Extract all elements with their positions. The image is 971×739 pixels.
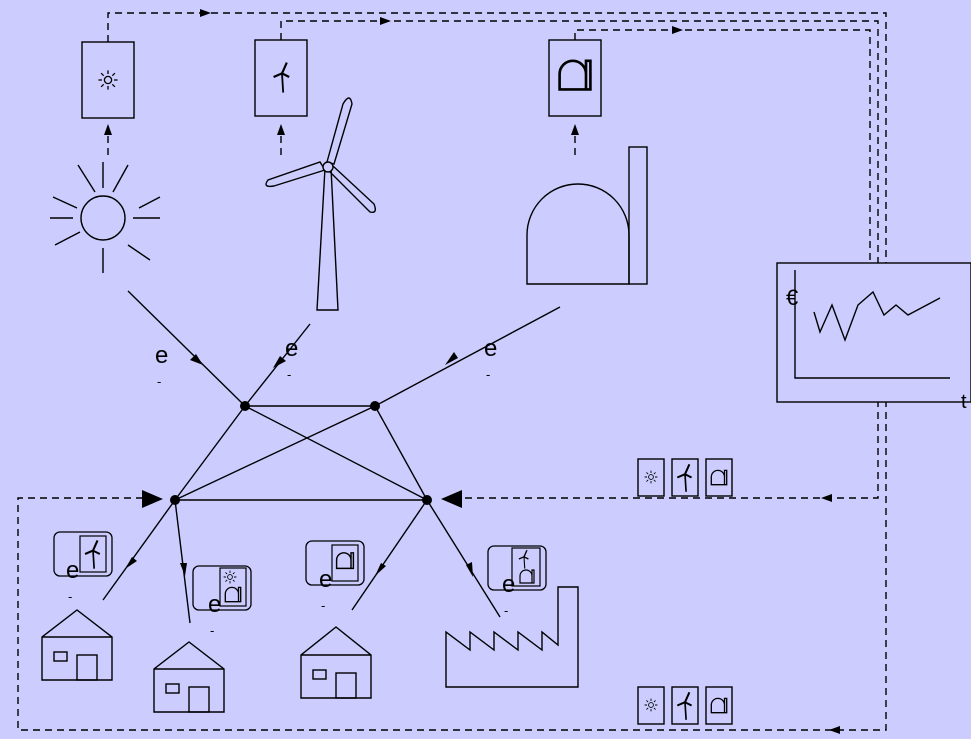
price-chart-icon: € t <box>776 262 971 413</box>
house-icon <box>153 641 225 713</box>
factory-icon <box>445 586 579 688</box>
market-feed-lines <box>17 12 887 731</box>
time-axis-label: t <box>961 391 967 413</box>
power-plant-icon <box>526 146 648 285</box>
consumer-plant-badge <box>305 540 365 586</box>
svg-text:-: - <box>504 603 508 618</box>
currency-label: € <box>786 285 798 310</box>
svg-text:e: e <box>208 591 221 618</box>
consumer-sun-plant-badge <box>192 565 252 611</box>
grid-network <box>174 405 428 501</box>
svg-text:e: e <box>502 571 515 598</box>
sun-meter <box>81 41 135 119</box>
svg-text:-: - <box>210 623 214 638</box>
svg-text:-: - <box>486 367 490 382</box>
svg-text:-: - <box>321 598 325 613</box>
svg-text:-: - <box>287 367 291 382</box>
svg-text:e: e <box>155 342 168 369</box>
house-icon <box>300 626 372 699</box>
svg-text:-: - <box>157 374 161 389</box>
house-icon <box>41 609 113 681</box>
svg-text:e: e <box>484 335 497 362</box>
certificate-strip-upper <box>637 458 733 497</box>
feed-arrowheads <box>104 9 840 734</box>
svg-text:e: e <box>285 335 298 362</box>
feed-in-arrowheads <box>125 352 473 577</box>
sun-icon <box>50 162 161 273</box>
electron-labels: e - e - e - e - e - e - e - <box>66 335 515 638</box>
plant-meter <box>548 39 602 117</box>
wind-turbine-icon <box>265 97 377 311</box>
svg-text:-: - <box>68 589 72 604</box>
consumer-wind-badge <box>53 531 113 577</box>
wind-meter <box>254 39 308 117</box>
feed-in-lines <box>102 290 561 624</box>
factory-wind-plant-badge <box>487 545 547 591</box>
svg-text:e: e <box>319 566 332 593</box>
svg-text:e: e <box>66 557 79 584</box>
certificate-strip-lower <box>637 686 733 725</box>
